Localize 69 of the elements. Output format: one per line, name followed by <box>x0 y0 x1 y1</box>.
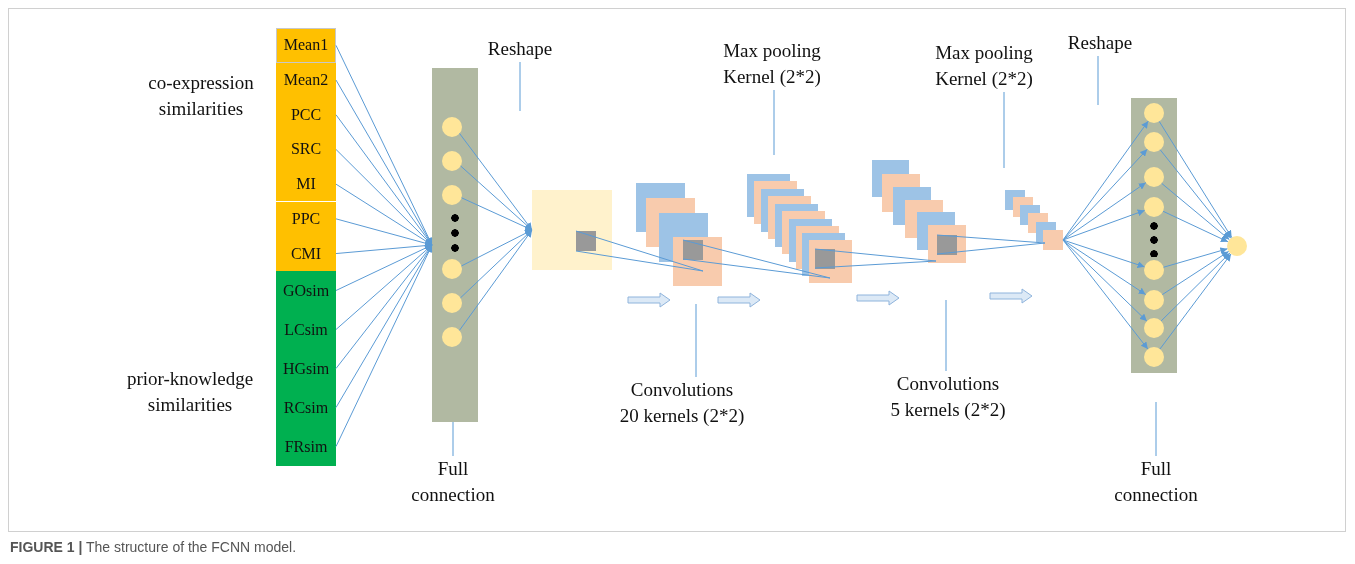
arrow <box>1158 121 1233 238</box>
feature-cell: Mean2 <box>276 62 336 98</box>
leader-line <box>1003 91 1005 169</box>
leader-line <box>519 61 521 112</box>
neuron <box>442 151 462 171</box>
neuron <box>1144 290 1164 310</box>
neuron <box>442 293 462 313</box>
fully-connected-layer <box>1131 98 1177 373</box>
layer-label: Convolutions 20 kernels (2*2) <box>619 377 745 429</box>
arrow <box>1062 209 1146 241</box>
feature-map <box>1043 230 1063 250</box>
leader-line <box>773 89 775 156</box>
neuron <box>1144 318 1164 338</box>
neuron <box>1144 347 1164 367</box>
arrow <box>1160 252 1231 322</box>
arrow <box>1062 120 1149 241</box>
leader-line <box>1097 55 1099 106</box>
layer-label: Full connection <box>1114 456 1198 508</box>
neuron <box>1144 260 1164 280</box>
neuron <box>1227 236 1247 256</box>
arrow <box>1162 210 1229 243</box>
arrow <box>460 229 533 299</box>
figure-caption: FIGURE 1 | The structure of the FCNN model. <box>10 539 297 555</box>
neuron <box>1144 197 1164 217</box>
feature-cell: PPC <box>276 201 336 237</box>
arrow <box>1062 182 1147 241</box>
arrow <box>1163 247 1228 268</box>
neuron <box>442 327 462 347</box>
group-label: prior-knowledge similarities <box>125 367 255 417</box>
neuron <box>1144 103 1164 123</box>
feature-cell: SRC <box>276 132 336 167</box>
arrow <box>1159 253 1232 350</box>
feature-cell: RCsim <box>276 388 336 427</box>
feature-cell: PCC <box>276 97 336 133</box>
leader-line <box>1155 401 1157 457</box>
feature-cell: Mean1 <box>276 28 336 63</box>
arrow <box>461 229 533 267</box>
layer-label: Max pooling Kernel (2*2) <box>935 40 1033 92</box>
neuron <box>1144 167 1164 187</box>
feature-cell: CMI <box>276 236 336 271</box>
layer-label: Max pooling Kernel (2*2) <box>723 38 821 90</box>
arrow <box>460 165 533 231</box>
layer-label: Reshape <box>1067 30 1133 56</box>
layer-label: Convolutions 5 kernels (2*2) <box>890 371 1006 423</box>
feature-cell: FRsim <box>276 427 336 466</box>
arrow <box>1062 239 1147 295</box>
arrow <box>1161 182 1230 241</box>
leader-line <box>695 303 697 378</box>
layer-label: Reshape <box>487 36 553 62</box>
group-label: co-expression similarities <box>147 71 255 121</box>
feature-cell: MI <box>276 166 336 202</box>
layer-label: Full connection <box>411 456 495 508</box>
feature-cell: GOsim <box>276 271 336 310</box>
feature-map <box>532 190 612 270</box>
arrow <box>1159 149 1232 239</box>
arrow <box>1062 239 1149 350</box>
neuron <box>442 185 462 205</box>
leader-line <box>945 299 947 372</box>
arrow <box>1161 250 1230 296</box>
feature-cell: LCsim <box>276 310 336 349</box>
arrow <box>1062 148 1148 241</box>
fully-connected-layer <box>432 68 478 422</box>
neuron <box>442 259 462 279</box>
arrow <box>459 133 533 231</box>
neuron <box>442 117 462 137</box>
arrow <box>1062 239 1145 268</box>
arrow <box>461 197 533 231</box>
feature-cell: HGsim <box>276 349 336 388</box>
neuron <box>1144 132 1164 152</box>
